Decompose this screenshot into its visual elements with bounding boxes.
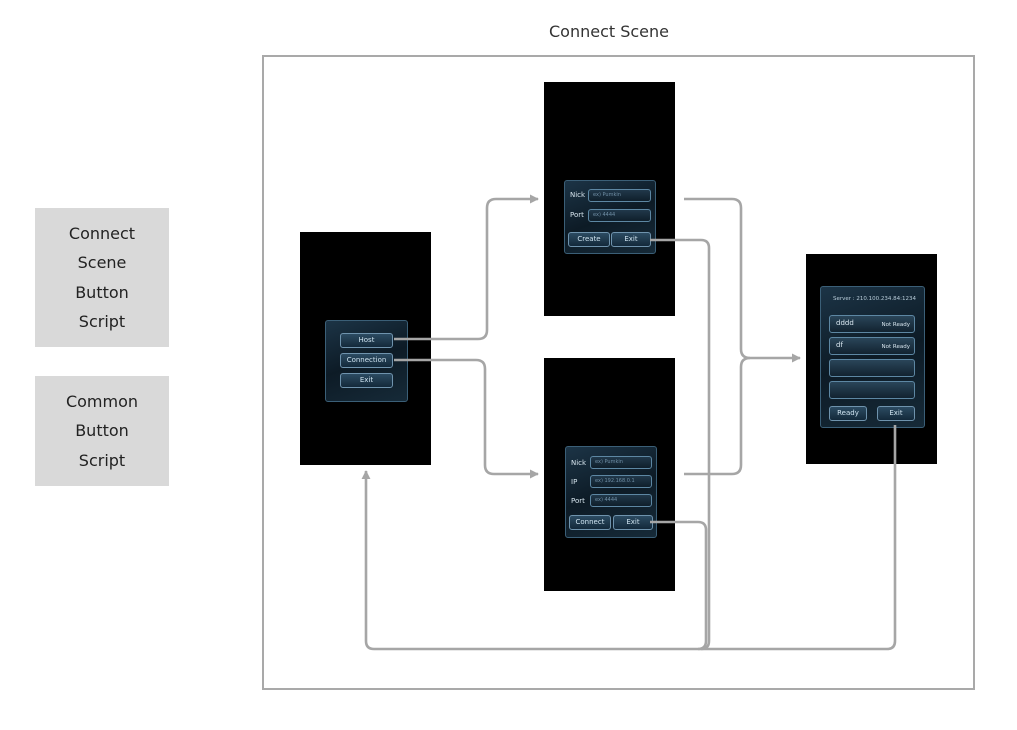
nick-input[interactable]: ex) Pumkin [588,189,651,202]
nick-input[interactable]: ex) Pumkin [590,456,652,469]
legend-text-line: Common [65,391,139,411]
player-name: dddd [836,319,854,327]
host-panel: Nick ex) Pumkin Port ex) 4444 Create Exi… [564,180,656,254]
host-button[interactable]: Host [340,333,393,348]
create-button[interactable]: Create [568,232,610,247]
legend-text-line: Connect [68,223,136,243]
arrow-host-to-host-screen [394,194,539,341]
player-slot: dddd Not Ready [829,315,915,333]
legend-common-button-script: Common Button Script [35,376,169,486]
port-input[interactable]: ex) 4444 [590,494,652,507]
legend-text-line: Script [78,450,126,470]
lobby-panel: Server : 210.100.234.84:1234 dddd Not Re… [820,286,925,428]
arrow-exit-return-to-main-menu [361,425,897,651]
player-name: df [836,341,843,349]
player-slot [829,359,915,377]
arrow-connection-to-join-screen [394,358,539,479]
join-screen: Nick ex) Pumkin IP ex) 192.168.0.1 Port … [544,358,675,591]
player-slot: df Not Ready [829,337,915,355]
legend-text-line: Script [78,312,126,331]
lobby-screen: Server : 210.100.234.84:1234 dddd Not Re… [806,254,937,464]
nick-label: Nick [570,191,586,199]
server-address: Server : 210.100.234.84:1234 [833,296,916,302]
scene-title: Connect Scene [548,22,670,41]
connection-button[interactable]: Connection [340,353,393,368]
player-status: Not Ready [881,344,910,350]
ready-button[interactable]: Ready [829,406,867,421]
legend-text-line: Button [75,421,129,441]
exit-button[interactable]: Exit [340,373,393,388]
port-label: Port [570,211,584,219]
connect-button[interactable]: Connect [569,515,611,530]
player-slot [829,381,915,399]
join-panel: Nick ex) Pumkin IP ex) 192.168.0.1 Port … [565,446,657,538]
exit-button[interactable]: Exit [877,406,915,421]
legend-text-line: Button [75,282,129,302]
exit-button[interactable]: Exit [613,515,653,530]
ip-input[interactable]: ex) 192.168.0.1 [590,475,652,488]
player-status: Not Ready [881,322,910,328]
legend-connect-scene-button-script: Connect Scene Button Script [35,208,169,347]
arrow-join-screen-to-lobby [684,356,751,476]
ip-label: IP [571,478,578,486]
host-screen: Nick ex) Pumkin Port ex) 4444 Create Exi… [544,82,675,316]
arrow-host-exit-return [650,238,711,651]
port-label: Port [571,497,585,505]
scene-frame [262,55,975,690]
arrow-host-screen-to-lobby [684,197,801,363]
nick-label: Nick [571,459,587,467]
legend-text-line: Scene [77,253,127,272]
arrow-join-exit-return [650,520,708,651]
port-input[interactable]: ex) 4444 [588,209,651,222]
